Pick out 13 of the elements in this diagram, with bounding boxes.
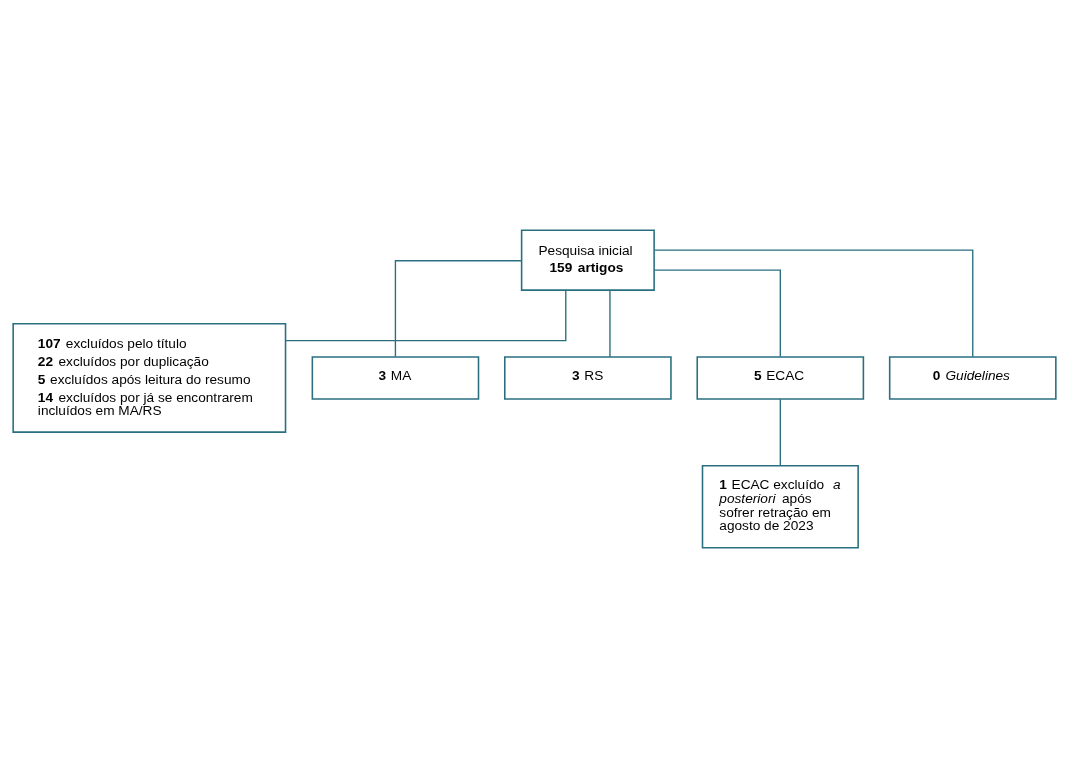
connector [653,269,781,358]
connector [779,398,781,467]
node-box: 1 ECAC excluído a posteriori após sofrer retração em agosto de 2023 [701,464,859,549]
node-box: 5 ECAC [696,356,865,400]
node-box: 107 excluídos pelo título 22 excluídos por duplicação 5 excluídos após leitura do resumo 14 excluídos por já se encontrarem incluídos em MA/RS [12,323,287,433]
connector [609,289,611,358]
connector [285,289,567,342]
node-box: 3 MA [311,356,480,400]
node-box: 0 Guidelines [888,356,1057,400]
connector [653,249,974,358]
node-box: Pesquisa inicial 159 artigos [520,229,655,291]
node-box: 3 RS [504,356,672,400]
connector [394,260,523,358]
